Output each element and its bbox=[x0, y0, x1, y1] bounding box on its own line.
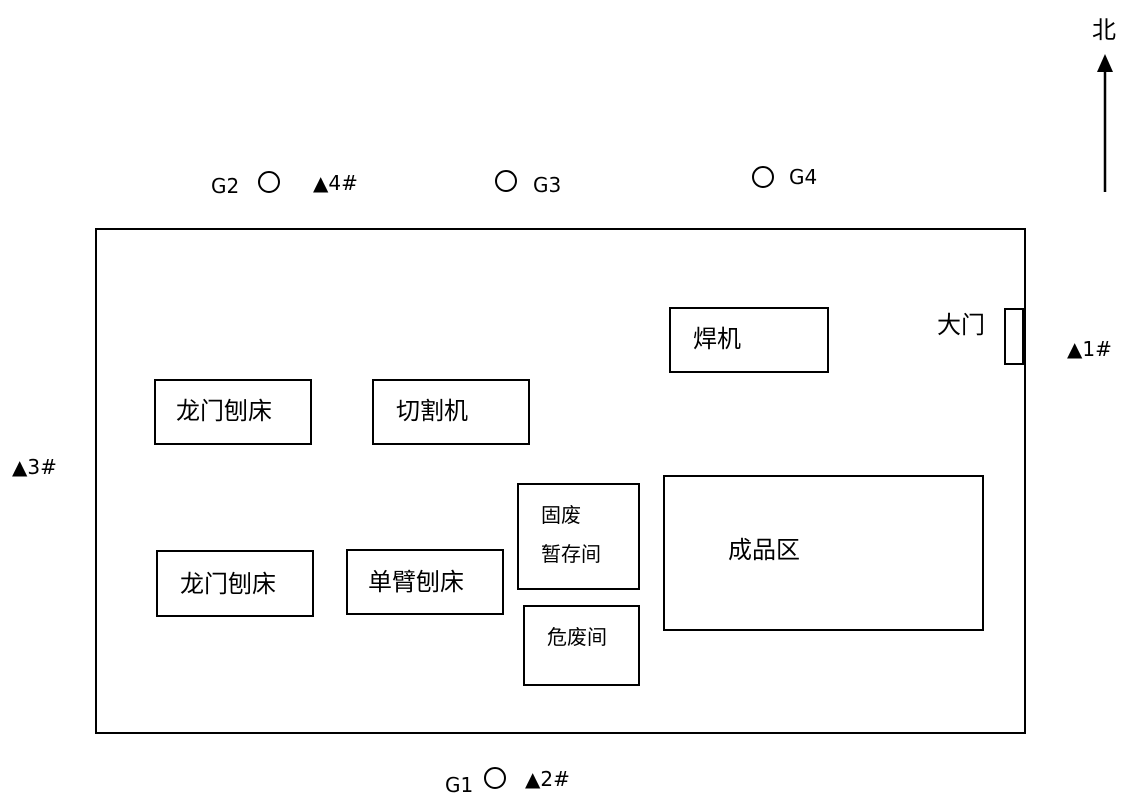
gas-point-circle-g3 bbox=[495, 170, 517, 192]
finished-area-box bbox=[663, 475, 984, 631]
solid-waste-label-line1: 固废 bbox=[541, 503, 581, 527]
noise-point-label-1: ▲1# bbox=[1067, 337, 1112, 361]
noise-point-label-2: ▲2# bbox=[525, 767, 570, 791]
finished-area-label: 成品区 bbox=[728, 536, 800, 564]
north-arrow-icon bbox=[1097, 54, 1113, 192]
single-arm-planer-box bbox=[346, 549, 504, 615]
gas-point-label-g4: G4 bbox=[789, 165, 818, 189]
hazardous-waste-label: 危废间 bbox=[547, 625, 607, 649]
cutter-label: 切割机 bbox=[396, 397, 468, 425]
gas-point-circle-g1 bbox=[484, 767, 506, 789]
single-arm-planer-label: 单臂刨床 bbox=[368, 568, 464, 596]
solid-waste-box bbox=[517, 483, 640, 590]
cutter-box bbox=[372, 379, 530, 445]
gas-point-circle-g4 bbox=[752, 166, 774, 188]
gantry-planer-box-2 bbox=[156, 550, 314, 617]
hazardous-waste-box bbox=[523, 605, 640, 686]
gantry-planer-label-2: 龙门刨床 bbox=[180, 570, 276, 598]
solid-waste-label-line2: 暂存间 bbox=[541, 542, 601, 566]
gantry-planer-label-1: 龙门刨床 bbox=[176, 397, 272, 425]
gas-point-circle-g2 bbox=[258, 171, 280, 193]
gate-marker bbox=[1004, 308, 1024, 365]
gas-point-label-g1: G1 bbox=[445, 773, 474, 797]
north-label: 北 bbox=[1092, 16, 1116, 44]
gantry-planer-box-1 bbox=[154, 379, 312, 445]
gas-point-label-g2: G2 bbox=[211, 174, 240, 198]
noise-point-label-3: ▲3# bbox=[12, 455, 57, 479]
gate-label: 大门 bbox=[937, 311, 985, 339]
gas-point-label-g3: G3 bbox=[533, 173, 562, 197]
noise-point-label-4: ▲4# bbox=[313, 171, 358, 195]
welder-box bbox=[669, 307, 829, 373]
welder-label: 焊机 bbox=[693, 325, 741, 353]
